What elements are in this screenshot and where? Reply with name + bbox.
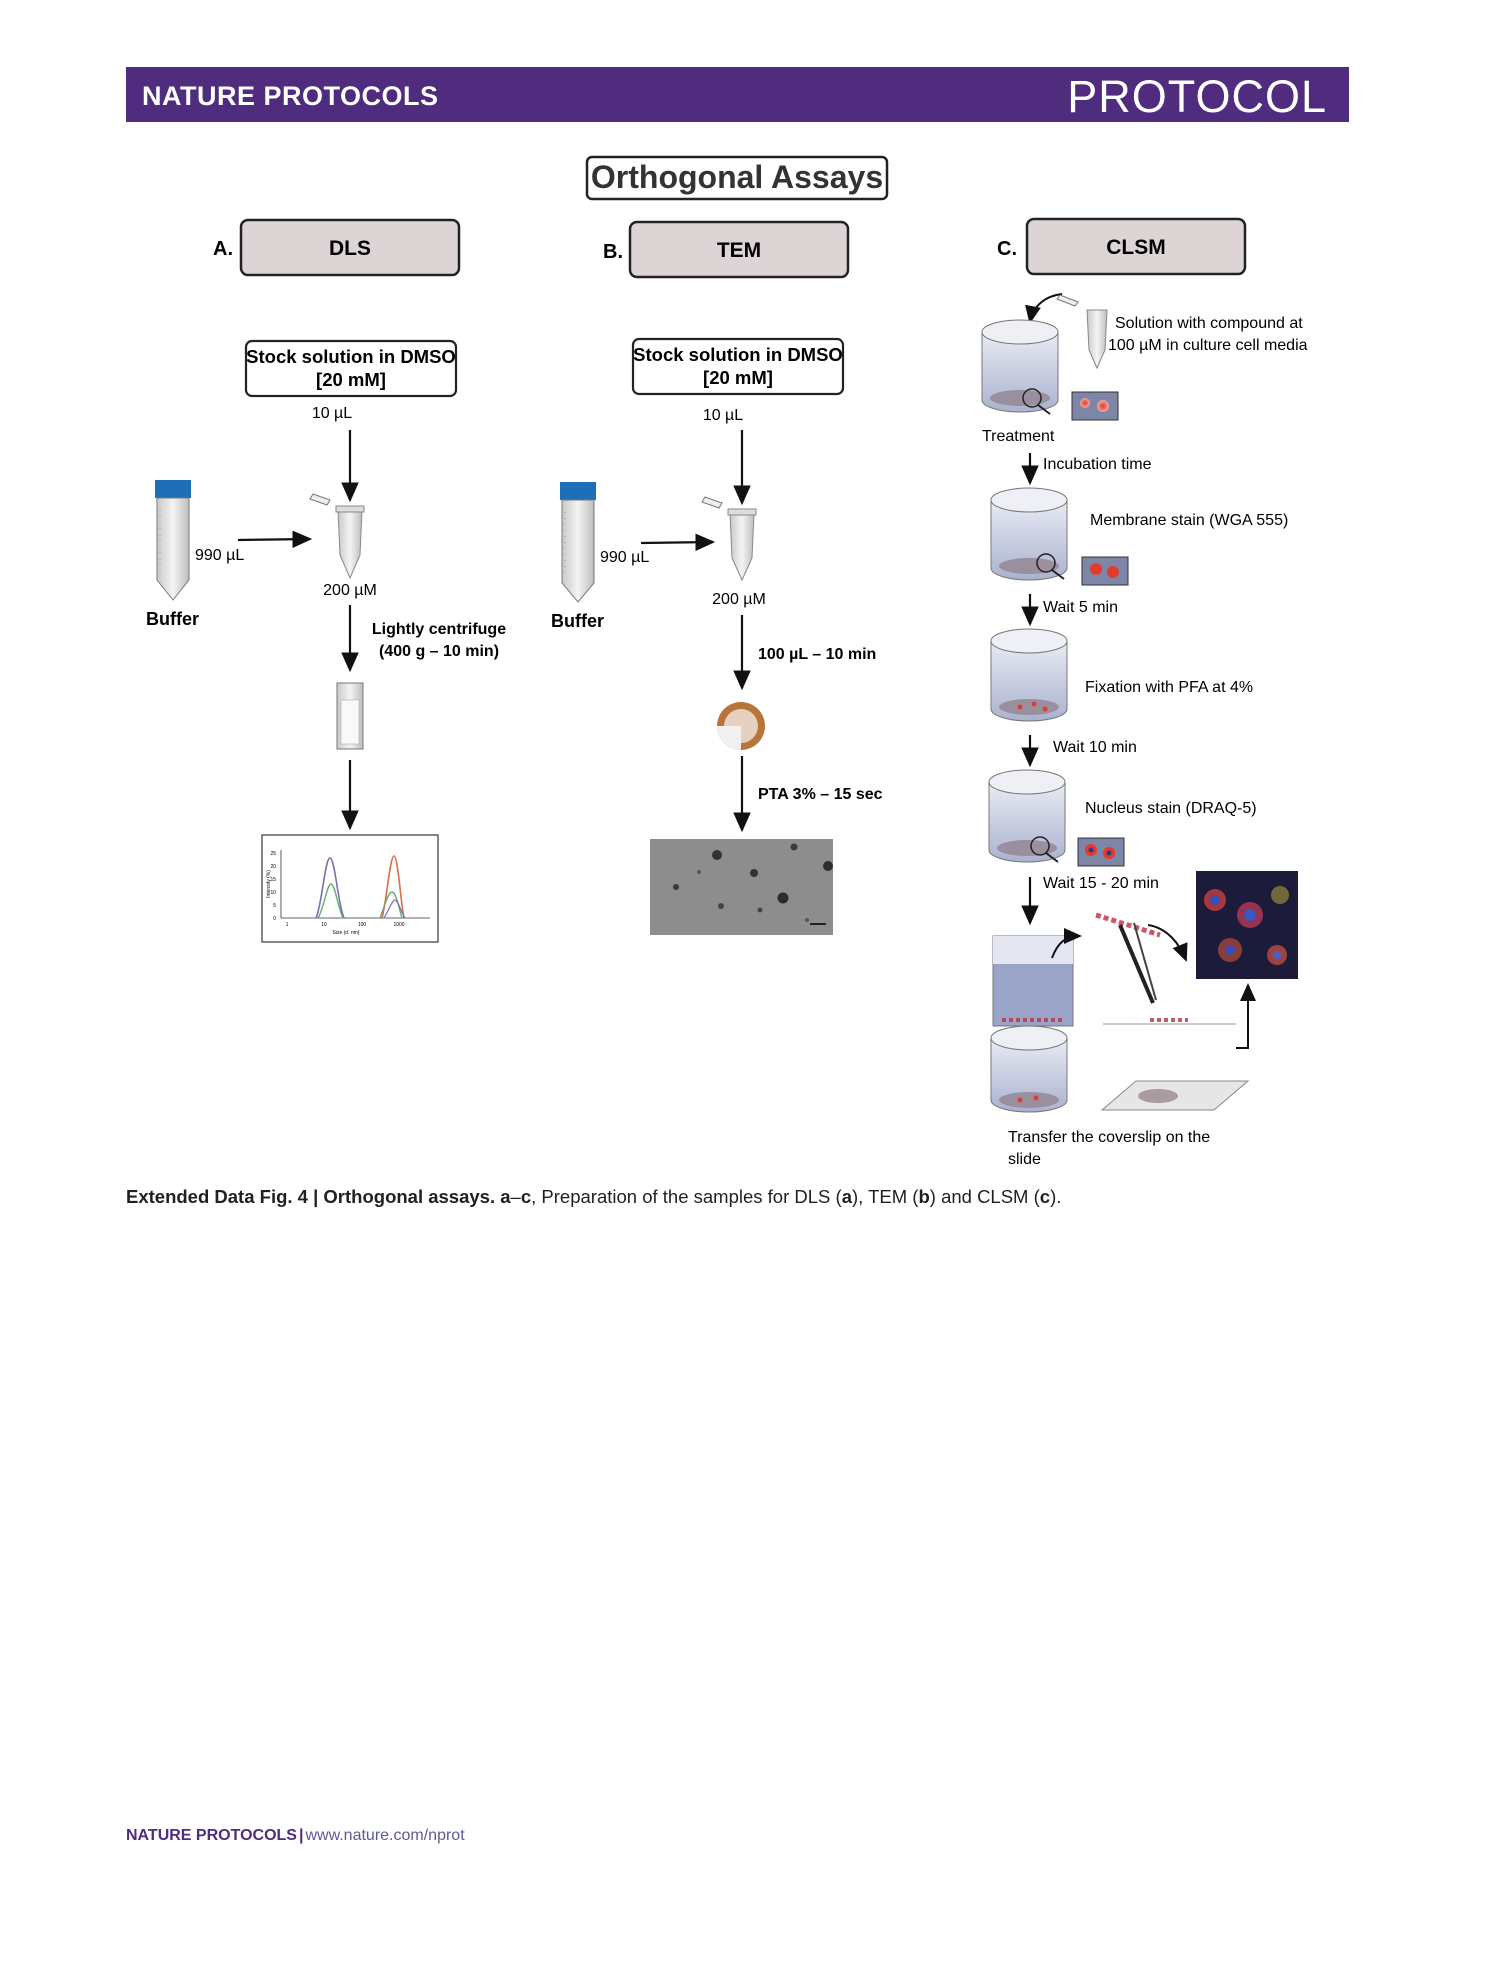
buffer-tube-icon (155, 480, 191, 601)
panel-c-transfer-line1: Transfer the coverslip on the (1008, 1129, 1210, 1146)
panel-c-wait3: Wait 15 - 20 min (1043, 875, 1159, 892)
tweezers-icon (1095, 912, 1161, 1004)
buffer-tube-icon (560, 482, 596, 603)
caption-dash: – (510, 1186, 521, 1207)
panel-c-solution-line1: Solution with compound at (1115, 315, 1303, 332)
panel-a-step-line1: Lightly centrifuge (372, 621, 506, 638)
panel-c-treatment: Treatment (982, 428, 1055, 445)
panel-b-name: TEM (717, 239, 761, 262)
footer-separator: | (298, 1827, 304, 1844)
culture-well-icon (992, 935, 1074, 1027)
dls-ytick: 25 (270, 851, 276, 857)
figure-caption: Extended Data Fig. 4 | Orthogonal assays… (126, 1185, 1356, 1209)
panel-b-buffer-volume: 990 µL (600, 549, 649, 566)
panel-c-fixation: Fixation with PFA at 4% (1085, 679, 1253, 696)
journal-banner: NATURE PROTOCOLS PROTOCOL (126, 67, 1349, 122)
dls-ytick: 0 (273, 916, 276, 922)
caption-panel-a: a (500, 1186, 511, 1207)
dls-xtick: 100 (358, 922, 367, 928)
dls-ytick: 10 (270, 890, 276, 896)
footer-url-link[interactable]: www.nature.com/nprot (305, 1827, 465, 1844)
dls-xtick: 1 (286, 922, 289, 928)
figure-title: Orthogonal Assays (591, 159, 883, 195)
dls-ytick: 15 (270, 877, 276, 883)
footer-journal: NATURE PROTOCOLS (126, 1827, 297, 1844)
panel-c-nucleus: Nucleus stain (DRAQ-5) (1085, 800, 1257, 817)
title-frame (585, 155, 889, 201)
caption-text: ), TEM ( (851, 1186, 919, 1207)
caption-text: , Preparation of the samples for DLS ( (531, 1186, 842, 1207)
panel-a-dls: A. DLS Stock solution in DMSO [20 mM] 10… (146, 218, 506, 943)
caption-label: Extended Data Fig. 4 | Orthogonal assays… (126, 1186, 496, 1207)
panel-b-tem: B. TEM Stock solution in DMSO [20 mM] 10… (551, 220, 883, 935)
caption-text: ). (1050, 1186, 1062, 1207)
panel-a-step-line2: (400 g – 10 min) (379, 643, 499, 660)
caption-panel-c: c (520, 1186, 532, 1207)
panel-a-letter: A. (213, 238, 233, 260)
panel-c-wait1: Wait 5 min (1043, 599, 1118, 616)
dls-xtick: 10 (321, 922, 327, 928)
caption-text: ) and CLSM ( (929, 1186, 1040, 1207)
panel-b-step2: PTA 3% – 15 sec (758, 786, 883, 803)
article-type: PROTOCOL (1067, 71, 1327, 122)
caption-panel-a-ref: a (841, 1186, 852, 1207)
panel-a-concentration: 200 µM (323, 582, 377, 599)
panel-a-stock-line2: [20 mM] (316, 369, 386, 390)
panel-c-transfer-line2: slide (1008, 1151, 1041, 1168)
eppendorf-tube-icon (1056, 294, 1108, 370)
dls-ylabel: Intensity (%) (266, 870, 272, 898)
culture-dish-icon (990, 1025, 1068, 1113)
panel-c-solution-line2: 100 µM in culture cell media (1108, 337, 1308, 354)
panel-c-letter: C. (997, 238, 1017, 260)
panel-b-buffer-label: Buffer (551, 611, 604, 631)
dls-ytick: 5 (273, 903, 276, 909)
panel-b-step1: 100 µL – 10 min (758, 646, 876, 663)
panel-a-buffer-label: Buffer (146, 609, 199, 629)
panel-a-stock-volume: 10 µL (312, 405, 352, 422)
panel-b-stock-line1: Stock solution in DMSO (633, 344, 843, 365)
panel-c-membrane: Membrane stain (WGA 555) (1090, 512, 1288, 529)
microscope-slide-icon (1100, 1080, 1250, 1111)
eppendorf-tube-icon (309, 493, 365, 580)
journal-name: NATURE PROTOCOLS (142, 81, 439, 111)
dls-ytick: 20 (270, 864, 276, 870)
culture-dish-icon (990, 487, 1129, 586)
eppendorf-tube-icon (701, 496, 757, 582)
caption-panel-c-ref: c (1039, 1186, 1051, 1207)
culture-dish-icon (990, 628, 1068, 722)
panel-b-stock-volume: 10 µL (703, 407, 743, 424)
panel-a-buffer-volume: 990 µL (195, 547, 244, 564)
panel-a-name: DLS (329, 237, 371, 260)
panel-c-clsm: C. CLSM Solution with compound at 100 µM… (981, 217, 1308, 1168)
dls-xlabel: Size (d. nm) (333, 930, 360, 936)
orthogonal-assays-figure: Orthogonal Assays A. DLS Stock solution … (146, 155, 1308, 1168)
dls-xtick: 1000 (393, 922, 404, 928)
culture-dish-icon (988, 769, 1125, 867)
panel-c-name: CLSM (1106, 236, 1166, 259)
dls-size-distribution-plot: 25 20 15 10 5 0 1 10 100 1000 Size (d. n… (261, 834, 439, 943)
tem-grid-icon (717, 702, 765, 750)
culture-dish-icon (981, 319, 1119, 421)
panel-b-letter: B. (603, 241, 623, 263)
panel-a-stock-line1: Stock solution in DMSO (246, 346, 456, 367)
cuvette-icon (336, 682, 364, 750)
panel-c-incubation: Incubation time (1043, 456, 1152, 473)
page-footer: NATURE PROTOCOLS|www.nature.com/nprot (126, 1827, 465, 1845)
caption-panel-b-ref: b (918, 1186, 930, 1207)
panel-b-concentration: 200 µM (712, 591, 766, 608)
tem-micrograph-image (650, 839, 833, 935)
confocal-image (1196, 871, 1298, 979)
panel-b-stock-line2: [20 mM] (703, 367, 773, 388)
panel-c-wait2: Wait 10 min (1053, 739, 1137, 756)
